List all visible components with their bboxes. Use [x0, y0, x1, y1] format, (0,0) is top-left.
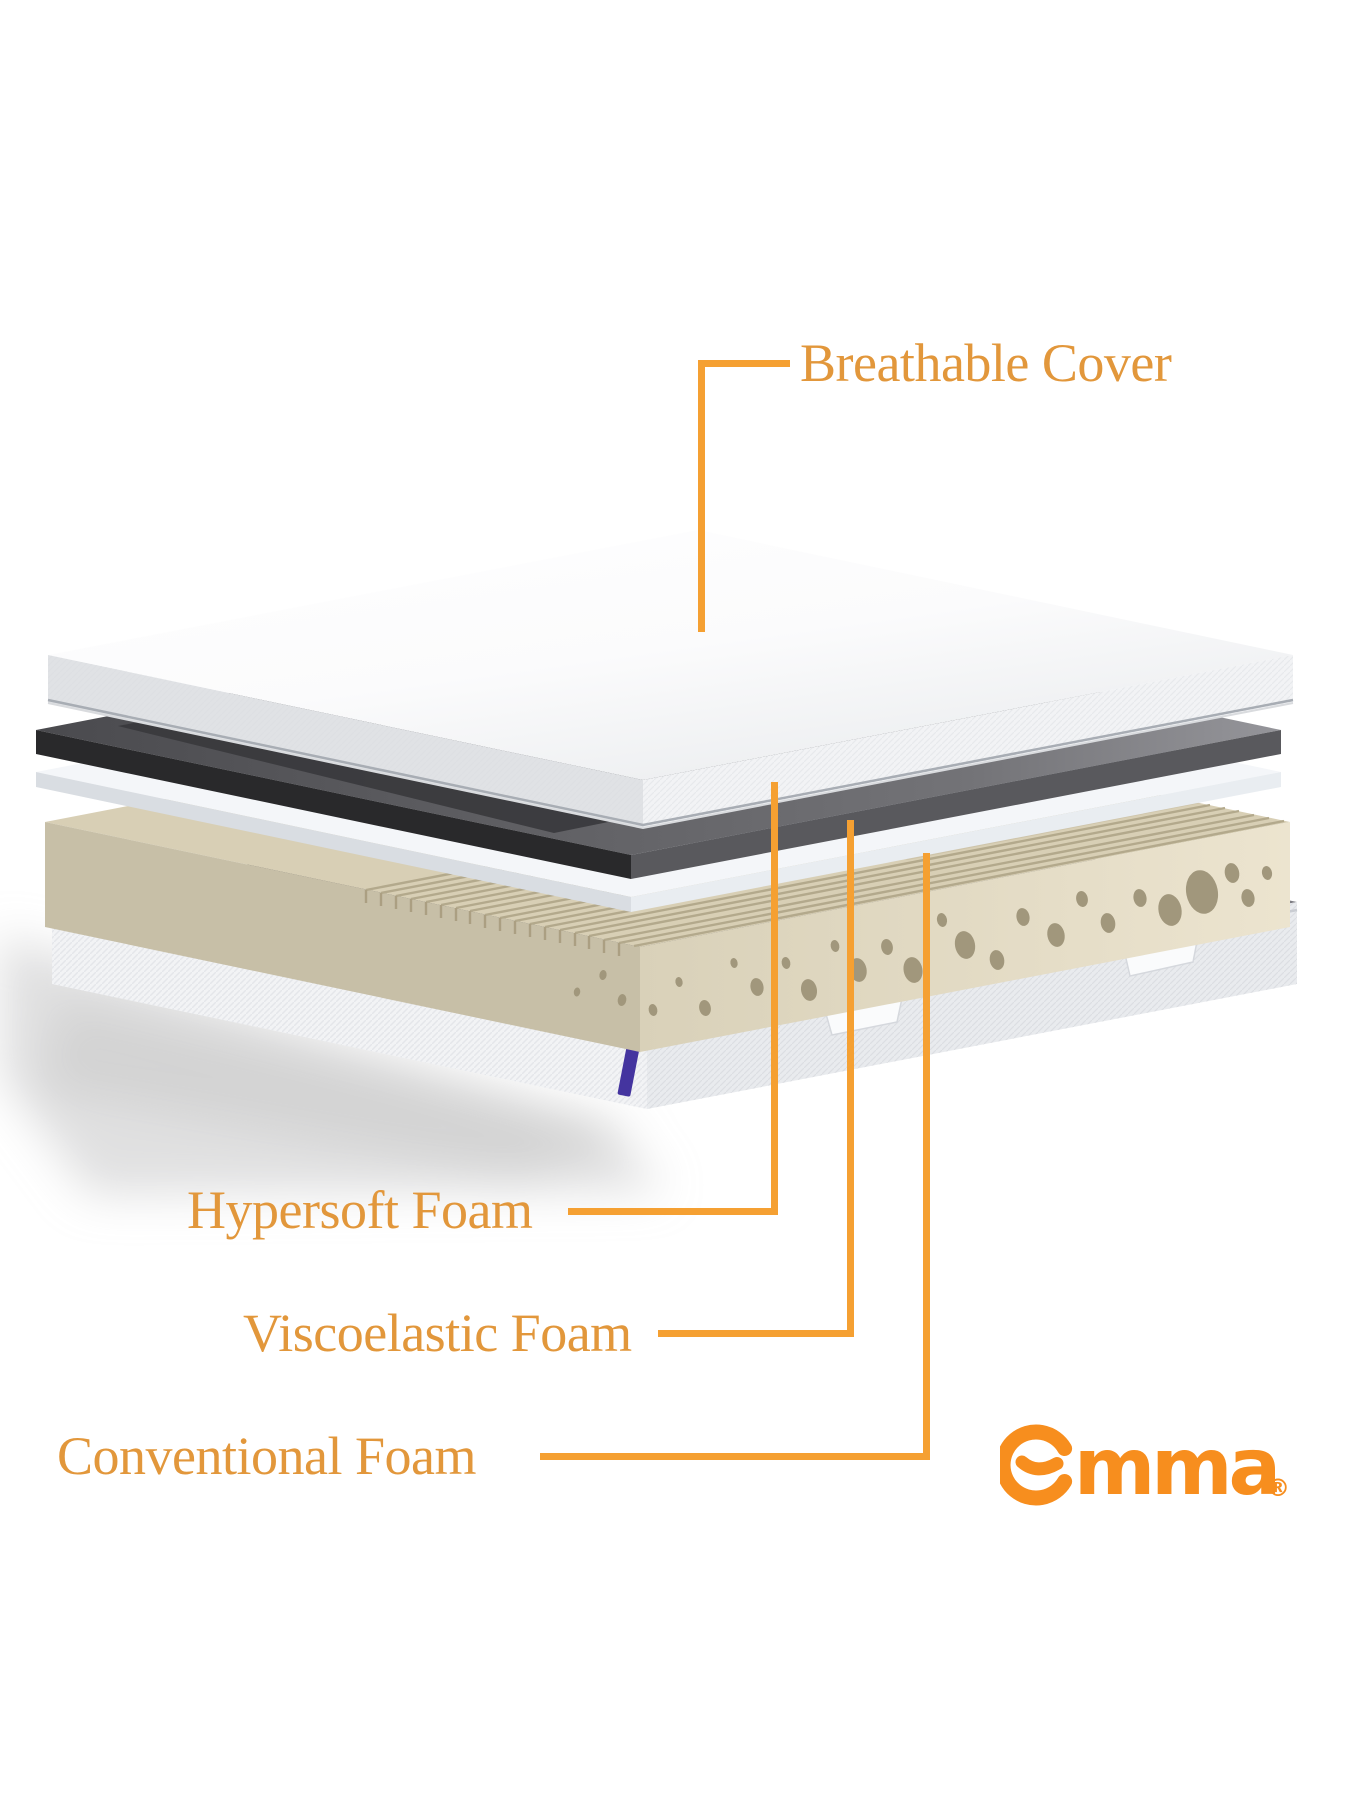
registered-trademark-symbol: ®	[1266, 1474, 1290, 1502]
brand-tag	[617, 1045, 640, 1097]
layer-breathable-cover-graphic	[47, 530, 1294, 830]
label-conventional-foam: Conventional Foam	[57, 1426, 476, 1486]
label-hypersoft-foam: Hypersoft Foam	[187, 1180, 533, 1240]
connector-hypersoft-foam-vertical	[771, 782, 778, 1215]
emma-logo-e-icon	[1000, 1424, 1073, 1506]
foam-slat-notches	[364, 890, 621, 956]
connector-hypersoft-foam-horizontal	[568, 1208, 778, 1215]
label-breathable-cover: Breathable Cover	[800, 333, 1172, 393]
connector-viscoelastic-foam-horizontal	[658, 1330, 854, 1337]
emma-logo: mma ®	[1000, 1423, 1290, 1513]
emma-logo-wordmark: mma	[1074, 1423, 1277, 1513]
connector-viscoelastic-foam-vertical	[847, 820, 854, 1337]
label-viscoelastic-foam: Viscoelastic Foam	[243, 1303, 632, 1363]
connector-conventional-foam-vertical	[923, 853, 930, 1460]
foam-ventilation-holes	[573, 863, 1273, 1016]
connector-breathable-cover-vertical	[698, 360, 705, 632]
connector-conventional-foam-horizontal	[540, 1453, 930, 1460]
connector-breathable-cover-horizontal	[700, 360, 790, 367]
